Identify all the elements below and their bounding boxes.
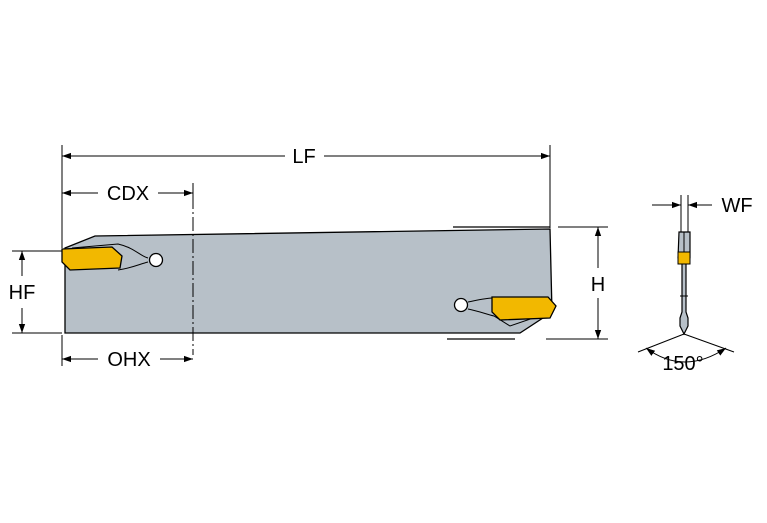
blade-end-view (637, 195, 735, 363)
right-clamp-hole (453, 297, 469, 313)
dimension-lines (12, 145, 608, 366)
angle-label: 150° (662, 353, 703, 375)
blade-side-view (61, 195, 557, 355)
right-insert (491, 296, 557, 321)
lf-label: LF (292, 146, 315, 168)
left-clamp-slot (71, 243, 149, 271)
angle-arc (645, 347, 727, 363)
angle-leg-right (683, 333, 735, 353)
wf-label: WF (721, 195, 752, 217)
cdx-label: CDX (107, 183, 149, 205)
ohx-label: OHX (107, 349, 150, 371)
left-clamp-hole (148, 252, 164, 268)
h-label: H (591, 274, 605, 296)
angle-leg-left (637, 333, 685, 353)
dimension-labels: LF CDX HF OHX H WF 150° (9, 146, 753, 375)
left-insert (61, 246, 123, 271)
hf-label: HF (9, 282, 36, 304)
blade-body (64, 228, 553, 334)
end-view-insert (677, 251, 691, 265)
